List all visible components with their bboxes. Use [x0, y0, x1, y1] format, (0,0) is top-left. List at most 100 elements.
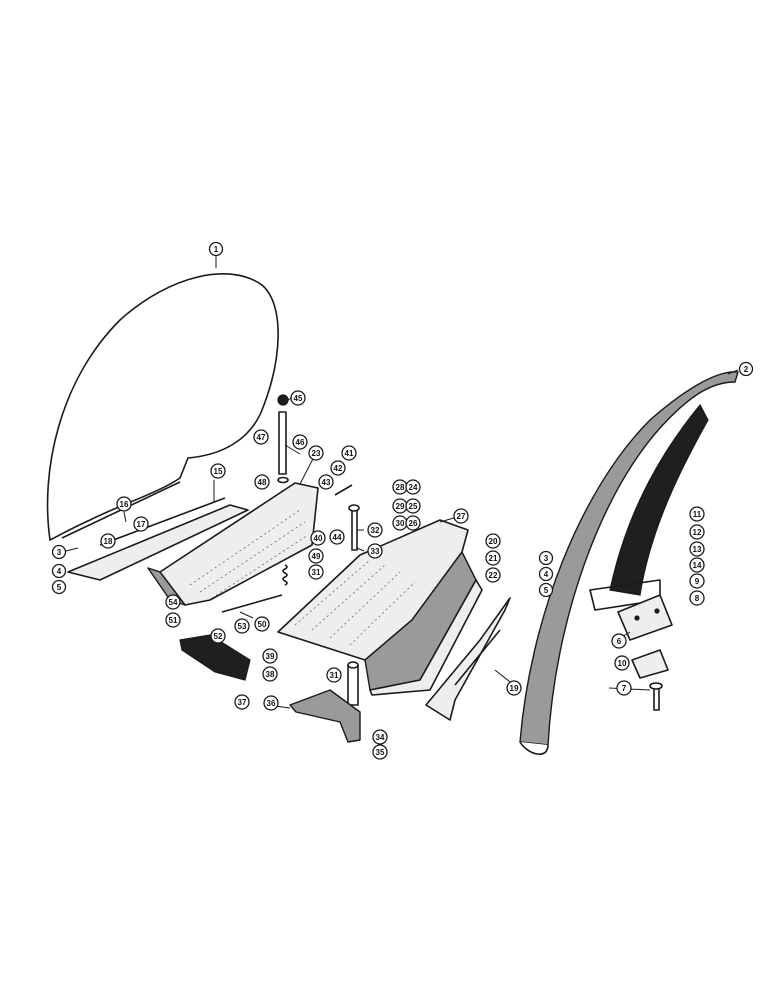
svg-text:54: 54 — [169, 598, 178, 607]
svg-text:24: 24 — [409, 483, 418, 492]
svg-text:17: 17 — [137, 520, 146, 529]
callout-2: 2 — [738, 361, 754, 377]
callout-22: 22 — [485, 567, 501, 583]
svg-text:52: 52 — [214, 632, 223, 641]
svg-text:21: 21 — [489, 554, 498, 563]
svg-text:40: 40 — [314, 534, 323, 543]
mount-plate-10 — [631, 649, 669, 679]
callout-27: 27 — [453, 508, 469, 524]
callout-9: 9 — [689, 573, 705, 589]
platform-center — [277, 519, 483, 696]
callout-8: 8 — [689, 590, 705, 606]
svg-text:3: 3 — [544, 554, 549, 563]
rod-46 — [277, 394, 289, 484]
callout-3b: 3 — [538, 550, 554, 566]
svg-text:33: 33 — [371, 547, 380, 556]
svg-text:34: 34 — [376, 733, 385, 742]
svg-text:3: 3 — [57, 548, 62, 557]
mount-plate-6 — [617, 594, 673, 641]
svg-text:50: 50 — [258, 620, 267, 629]
svg-text:5: 5 — [544, 586, 549, 595]
callout-36: 36 — [263, 695, 279, 711]
bolt-41 — [334, 484, 353, 496]
svg-text:37: 37 — [238, 698, 247, 707]
svg-text:16: 16 — [120, 500, 129, 509]
callout-46: 46 — [292, 434, 308, 450]
callout-45: 45 — [290, 390, 306, 406]
platform-left — [147, 482, 319, 606]
svg-text:5: 5 — [57, 583, 62, 592]
svg-text:47: 47 — [257, 433, 266, 442]
svg-text:32: 32 — [371, 526, 380, 535]
callout-43: 43 — [318, 474, 334, 490]
callout-5b: 5 — [538, 582, 554, 598]
fender-right — [519, 371, 739, 755]
step-plate-left — [67, 497, 249, 581]
callout-13: 13 — [689, 541, 705, 557]
callout-15: 15 — [210, 463, 226, 479]
callout-16: 16 — [116, 496, 132, 512]
callout-21: 21 — [485, 550, 501, 566]
svg-text:14: 14 — [693, 561, 702, 570]
callout-50: 50 — [254, 616, 270, 632]
callout-23: 23 — [308, 445, 324, 461]
callout-28: 28 — [392, 479, 408, 495]
callout-53: 53 — [234, 618, 250, 634]
callout-14: 14 — [689, 557, 705, 573]
svg-text:4: 4 — [544, 570, 549, 579]
svg-text:12: 12 — [693, 528, 702, 537]
svg-text:26: 26 — [409, 519, 418, 528]
svg-text:23: 23 — [312, 449, 321, 458]
svg-text:1: 1 — [214, 245, 219, 254]
callout-51: 51 — [165, 612, 181, 628]
svg-text:10: 10 — [618, 659, 627, 668]
callout-35: 35 — [372, 744, 388, 760]
svg-text:35: 35 — [376, 748, 385, 757]
callout-31b: 31 — [326, 667, 342, 683]
svg-text:53: 53 — [238, 622, 247, 631]
callout-4b: 4 — [538, 566, 554, 582]
svg-text:18: 18 — [104, 537, 113, 546]
bolt-7 — [649, 682, 663, 711]
svg-text:22: 22 — [489, 571, 498, 580]
callout-5: 5 — [51, 579, 67, 595]
svg-text:11: 11 — [693, 510, 702, 519]
svg-text:49: 49 — [312, 552, 321, 561]
svg-text:31: 31 — [312, 568, 321, 577]
callout-12: 12 — [689, 524, 705, 540]
callout-11: 11 — [689, 506, 705, 522]
callout-31a: 31 — [308, 564, 324, 580]
callout-19: 19 — [506, 680, 522, 696]
spring-49 — [282, 564, 288, 586]
svg-text:13: 13 — [693, 545, 702, 554]
svg-text:31: 31 — [330, 671, 339, 680]
callout-25: 25 — [405, 498, 421, 514]
callout-40: 40 — [310, 530, 326, 546]
pedal-arm-52 — [179, 634, 251, 681]
svg-text:25: 25 — [409, 502, 418, 511]
callout-24: 24 — [405, 479, 421, 495]
svg-text:9: 9 — [695, 577, 700, 586]
svg-text:7: 7 — [622, 684, 627, 693]
callout-3: 3 — [51, 544, 67, 560]
svg-text:2: 2 — [744, 365, 749, 374]
svg-text:20: 20 — [489, 537, 498, 546]
callout-18: 18 — [100, 533, 116, 549]
svg-text:44: 44 — [333, 533, 342, 542]
svg-text:30: 30 — [396, 519, 405, 528]
callout-4: 4 — [51, 563, 67, 579]
svg-text:28: 28 — [396, 483, 405, 492]
callout-30: 30 — [392, 515, 408, 531]
bracket-36 — [289, 689, 361, 743]
svg-text:46: 46 — [296, 438, 305, 447]
fender-left — [46, 273, 279, 541]
callout-33: 33 — [367, 543, 383, 559]
svg-text:27: 27 — [457, 512, 466, 521]
callout-37: 37 — [234, 694, 250, 710]
callouts: 1 2 3 4 5 15 16 17 18 45 46 47 48 23 41 … — [51, 241, 754, 760]
svg-text:36: 36 — [267, 699, 276, 708]
svg-text:29: 29 — [396, 502, 405, 511]
callout-41: 41 — [341, 445, 357, 461]
callout-7: 7 — [616, 680, 632, 696]
